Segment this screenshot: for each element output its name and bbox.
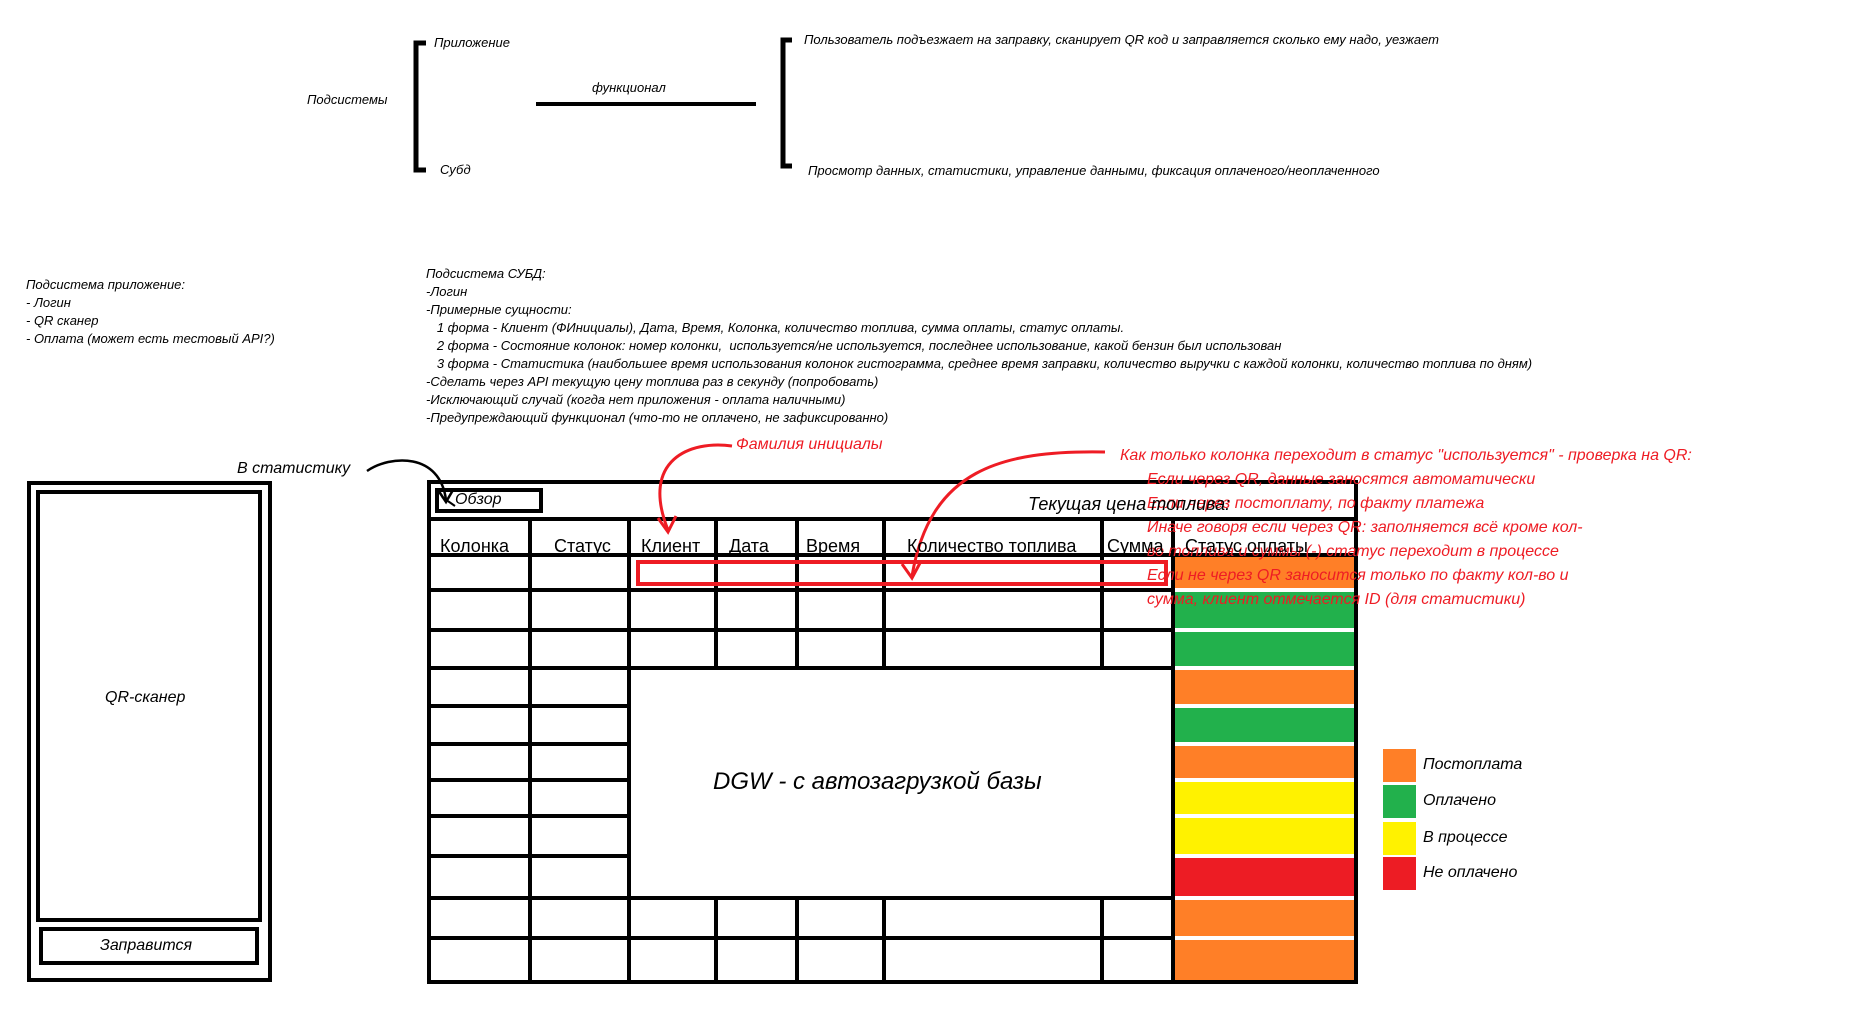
note-line: - QR сканер — [26, 313, 99, 328]
note-line: 1 форма - Клиент (ФИнициалы), Дата, Врем… — [426, 320, 1125, 335]
legend-swatch — [1383, 857, 1416, 890]
note-line: сумма, клиент отмечается ID (для статист… — [1147, 591, 1526, 608]
payment-status-cell — [1175, 746, 1354, 778]
note-line: Иначе говоря если через QR: заполняется … — [1147, 519, 1583, 536]
qr-scanner-area: QR-сканер — [105, 689, 186, 706]
legend-label: В процессе — [1423, 829, 1508, 846]
qr-process-note: Как только колонка переходит в статус "и… — [1120, 444, 1692, 612]
app-function-desc: Пользователь подъезжает на заправку, ска… — [804, 32, 1440, 47]
note-line: -Предупреждающий функционал (что-то не о… — [426, 410, 889, 425]
payment-status-cell — [1175, 708, 1354, 742]
col-header-payment-status: Статус оплаты — [1185, 536, 1308, 556]
subsystems-label: Подсистемы — [307, 92, 388, 107]
note-line: во топлива и суммы (-) статус переходит … — [1147, 543, 1559, 560]
note-line: -Логин — [426, 284, 468, 299]
payment-status-cell — [1175, 632, 1354, 666]
legend-swatch — [1383, 822, 1416, 855]
note-line: - Оплата (может есть тестовый API?) — [26, 331, 275, 346]
note-line: 3 форма - Статистика (наибольшее время и… — [426, 356, 1533, 371]
dgw-label: DGW - с автозагрузкой базы — [713, 768, 1042, 795]
payment-status-cell — [1175, 670, 1354, 704]
legend-swatch — [1383, 749, 1416, 782]
dbms-subsystem-notes: Подсистема СУБД: -Логин -Примерные сущно… — [426, 265, 1532, 427]
dbms-function-desc: Просмотр данных, статистики, управление … — [808, 163, 1380, 178]
overview-button[interactable]: Обзор — [455, 491, 502, 508]
note-line: Подсистема приложение: — [26, 277, 186, 292]
app-subsystem-notes: Подсистема приложение: - Логин - QR скан… — [26, 276, 275, 348]
payment-status-cell — [1175, 592, 1354, 628]
legend-label: Не оплачено — [1423, 864, 1518, 881]
payment-status-cell — [1175, 900, 1354, 936]
legend-swatch — [1383, 785, 1416, 818]
col-header-status: Статус — [554, 536, 611, 556]
note-line: 2 форма - Состояние колонок: номер колон… — [426, 338, 1282, 353]
note-line: Если не через QR заносится только по фак… — [1147, 567, 1569, 584]
col-header-date: Дата — [729, 536, 769, 556]
note-line: -Исключающий случай (когда нет приложени… — [426, 392, 846, 407]
to-stats-annotation: В статистику — [237, 460, 351, 477]
note-line: Как только колонка переходит в статус "и… — [1120, 447, 1692, 464]
surname-annotation: Фамилия инициалы — [736, 436, 883, 453]
col-header-time: Время — [806, 536, 861, 556]
payment-status-cell — [1175, 782, 1354, 814]
note-line: Если через постоплату, по факту платежа — [1147, 495, 1485, 512]
payment-status-cell — [1175, 557, 1354, 588]
fuel-price-label: Текущая цена топлива: — [1028, 494, 1231, 514]
function-label: функционал — [592, 80, 666, 95]
note-line: Подсистема СУБД: — [426, 266, 546, 281]
col-header-sum: Сумма — [1107, 536, 1164, 556]
payment-status-cell — [1175, 858, 1354, 896]
note-line: - Логин — [26, 295, 71, 310]
col-header-client: Клиент — [641, 536, 701, 556]
note-line: -Сделать через API текущую цену топлива … — [426, 374, 879, 389]
subsystem-app-label: Приложение — [434, 35, 510, 50]
note-line: -Примерные сущности: — [426, 302, 572, 317]
col-header-pump: Колонка — [440, 536, 510, 556]
subsystem-dbms-label: Субд — [440, 162, 471, 177]
note-line: Если через QR, данные заносятся автомати… — [1147, 471, 1536, 488]
col-header-fuel-amount: Количество топлива — [907, 536, 1077, 556]
refuel-button[interactable]: Заправится — [100, 937, 193, 954]
legend-label: Оплачено — [1423, 792, 1496, 809]
legend-label: Постоплата — [1423, 756, 1523, 773]
payment-status-cell — [1175, 940, 1354, 980]
payment-status-cell — [1175, 818, 1354, 854]
